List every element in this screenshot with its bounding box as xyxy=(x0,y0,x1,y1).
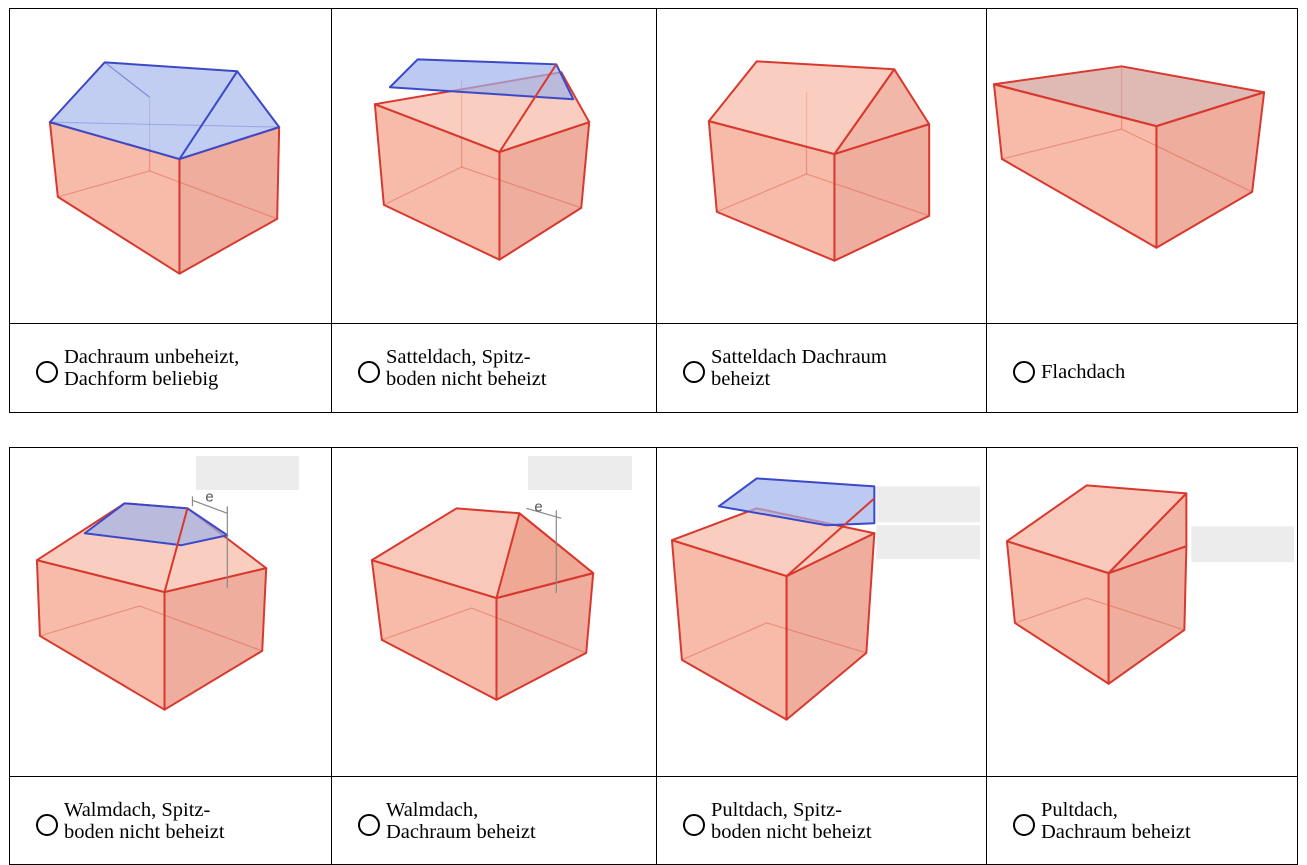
option-label: Satteldach, Spitz- boden nicht beheizt xyxy=(386,346,547,390)
dimension-e-label: e xyxy=(205,488,213,505)
radio-button[interactable] xyxy=(358,813,380,836)
option-dachraum-unbeheizt[interactable]: Dachraum unbeheizt, Dachform beliebig xyxy=(10,324,331,412)
radio-button[interactable] xyxy=(683,361,705,383)
option-cell[interactable]: Satteldach Dachraum beheizt xyxy=(656,323,987,413)
cell-image-4 xyxy=(986,8,1298,324)
radio-button[interactable] xyxy=(36,361,58,383)
option-cell[interactable]: Walmdach, Dachraum beheizt xyxy=(331,776,657,865)
cell-image-6: e xyxy=(331,447,657,777)
house-shed-heated-illustration xyxy=(1005,484,1295,685)
roof-options-grid-top: Dachraum unbeheizt, Dachform beliebig Sa… xyxy=(9,8,1298,413)
option-label: Pultdach, Spitz- boden nicht beheizt xyxy=(711,798,872,843)
redaction-patch xyxy=(1191,526,1295,563)
option-label: Flachdach xyxy=(1041,361,1126,383)
house-gable-attic-illustration xyxy=(373,58,591,261)
option-flachdach[interactable]: Flachdach xyxy=(987,324,1297,412)
option-label: Satteldach Dachraum beheizt xyxy=(711,346,887,390)
option-label: Dachraum unbeheizt, Dachform beliebig xyxy=(64,346,240,390)
option-label: Walmdach, Spitz- boden nicht beheizt xyxy=(64,798,225,843)
house-hip-heated-illustration: e xyxy=(370,498,595,701)
redaction-patch xyxy=(876,525,981,560)
option-cell[interactable]: Pultdach, Dachraum beheizt xyxy=(986,776,1298,865)
option-satteldach-spitzboden[interactable]: Satteldach, Spitz- boden nicht beheizt xyxy=(332,324,656,412)
cell-image-5: e xyxy=(9,447,332,777)
house-shed-attic-illustration xyxy=(670,477,981,721)
option-cell[interactable]: Dachraum unbeheizt, Dachform beliebig xyxy=(9,323,332,413)
option-pultdach-dachraum-beheizt[interactable]: Pultdach, Dachraum beheizt xyxy=(987,777,1297,864)
cell-image-3 xyxy=(656,8,987,324)
option-cell[interactable]: Flachdach xyxy=(986,323,1298,413)
redaction-patch xyxy=(528,456,632,490)
cell-image-2 xyxy=(331,8,657,324)
house-unheated-roof-illustration xyxy=(48,61,281,275)
radio-button[interactable] xyxy=(358,361,380,383)
option-cell[interactable]: Walmdach, Spitz- boden nicht beheizt xyxy=(9,776,332,865)
option-cell[interactable]: Pultdach, Spitz- boden nicht beheizt xyxy=(656,776,987,865)
house-flat-roof-illustration xyxy=(992,65,1266,249)
radio-button[interactable] xyxy=(36,813,58,836)
radio-button[interactable] xyxy=(683,813,705,836)
house-hip-attic-illustration: e xyxy=(35,488,268,711)
dimension-e-label: e xyxy=(534,498,542,515)
option-pultdach-spitzboden[interactable]: Pultdach, Spitz- boden nicht beheizt xyxy=(657,777,986,864)
option-satteldach-dachraum-beheizt[interactable]: Satteldach Dachraum beheizt xyxy=(657,324,986,412)
cell-image-7 xyxy=(656,447,987,777)
option-cell[interactable]: Satteldach, Spitz- boden nicht beheizt xyxy=(331,323,657,413)
cell-image-8 xyxy=(986,447,1298,777)
cell-image-1 xyxy=(9,8,332,324)
radio-button[interactable] xyxy=(1013,361,1035,383)
redaction-patch xyxy=(196,456,299,490)
house-gable-heated-illustration xyxy=(707,60,931,262)
radio-button[interactable] xyxy=(1013,813,1035,836)
option-walmdach-dachraum-beheizt[interactable]: Walmdach, Dachraum beheizt xyxy=(332,777,656,864)
option-label: Pultdach, Dachraum beheizt xyxy=(1041,798,1191,843)
option-walmdach-spitzboden[interactable]: Walmdach, Spitz- boden nicht beheizt xyxy=(10,777,331,864)
option-label: Walmdach, Dachraum beheizt xyxy=(386,798,536,843)
redaction-patch xyxy=(876,486,981,523)
roof-options-grid-bottom: e e xyxy=(9,447,1298,865)
